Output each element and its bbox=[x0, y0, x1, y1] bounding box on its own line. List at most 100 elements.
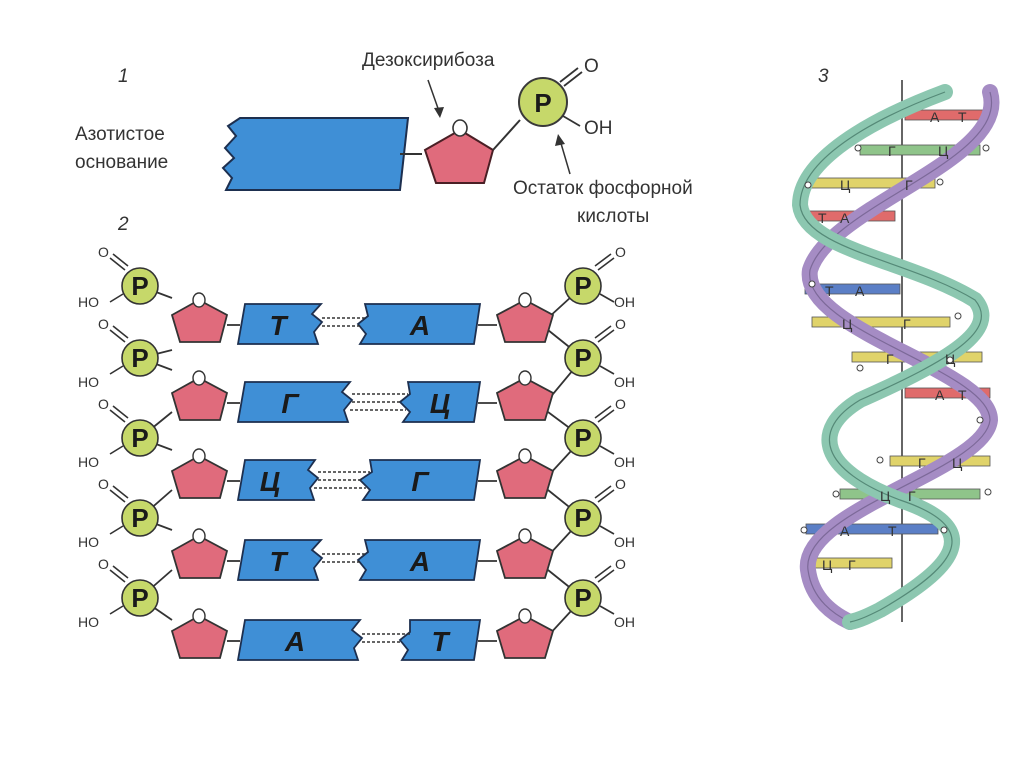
rung-letter: Г bbox=[905, 177, 913, 193]
hydroxyl-label: OH bbox=[614, 534, 635, 550]
hydroxyl-label: HO bbox=[78, 454, 99, 470]
rung-letter: Т bbox=[958, 387, 967, 403]
panel-1-number: 1 bbox=[118, 66, 129, 87]
nitrogen-base-label-2: основание bbox=[75, 152, 168, 173]
rung-letter: Т bbox=[958, 109, 967, 125]
left-phosphate-2: P O HO bbox=[78, 316, 159, 390]
phosphorus-symbol: P bbox=[131, 583, 148, 613]
panel-3-number: 3 bbox=[818, 66, 829, 87]
hydroxyl-label: OH bbox=[614, 614, 635, 630]
phosphorus-symbol: P bbox=[131, 423, 148, 453]
pair-row-1: Т А bbox=[170, 292, 555, 345]
phosphate-arrow bbox=[559, 139, 571, 175]
left-base-letter: А bbox=[284, 626, 305, 657]
panel-3-double-helix: 3 А Т Г Ц Ц bbox=[791, 66, 1000, 630]
pair-row-5: А Т bbox=[170, 608, 555, 661]
sugar-phosphate-bond bbox=[492, 119, 521, 151]
ring-oxygen bbox=[452, 119, 468, 137]
rung-letter: А bbox=[930, 109, 940, 125]
right-base-letter: Ц bbox=[430, 388, 450, 419]
panel-1-nucleotide: 1 Азотистое основание Дезоксирибоза P O … bbox=[75, 50, 693, 227]
right-phosphate-4: P O OH bbox=[564, 476, 635, 550]
right-base-letter: Т bbox=[431, 626, 451, 657]
hydroxyl-label: OH bbox=[614, 374, 635, 390]
rung-letter: А bbox=[840, 523, 850, 539]
rung-letter: Ц bbox=[880, 488, 891, 504]
phosphate-oxygen: O bbox=[584, 56, 599, 77]
deoxyribose-arrowhead bbox=[434, 107, 444, 118]
rung-letter: Т bbox=[825, 283, 834, 299]
phosphate-circle bbox=[518, 77, 568, 127]
deoxyribose-label: Дезоксирибоза bbox=[362, 50, 495, 71]
oxygen-label: O bbox=[98, 476, 109, 492]
oxygen-label: O bbox=[615, 396, 626, 412]
rung-letter: Ц bbox=[842, 316, 853, 332]
phosphorus-symbol: P bbox=[574, 503, 591, 533]
oxygen-label: O bbox=[615, 476, 626, 492]
left-base-letter: Т bbox=[269, 310, 289, 341]
hydroxyl-label: HO bbox=[78, 534, 99, 550]
left-base-letter: Т bbox=[269, 546, 289, 577]
left-phosphate-3: P O HO bbox=[78, 396, 159, 470]
oxygen-label: O bbox=[615, 316, 626, 332]
hydroxyl-label: HO bbox=[78, 614, 99, 630]
right-phosphate-3: P O OH bbox=[564, 396, 635, 470]
rung-letter: Ц bbox=[952, 455, 963, 471]
pair-row-4: Т А bbox=[170, 528, 555, 581]
right-phosphate-2: P O OH bbox=[564, 316, 635, 390]
rung-letter: Г bbox=[908, 488, 916, 504]
left-phosphate-4: P O HO bbox=[78, 476, 159, 550]
panel-2-number: 2 bbox=[117, 214, 129, 235]
rung-letter: Г bbox=[848, 557, 856, 573]
nitrogen-base-block bbox=[221, 117, 410, 191]
oxygen-label: O bbox=[98, 556, 109, 572]
phosphorus-symbol: P bbox=[574, 423, 591, 453]
phosphate-hydroxyl: OH bbox=[584, 118, 613, 139]
oxygen-label: O bbox=[98, 396, 109, 412]
phosphorus-symbol: P bbox=[131, 503, 148, 533]
rung-letter: Ц bbox=[822, 557, 833, 573]
panel-2-base-pairing: 2 P bbox=[78, 214, 635, 661]
right-base-letter: Г bbox=[411, 466, 430, 497]
left-base-letter: Ц bbox=[260, 466, 280, 497]
phosphate-residue-label-2: кислоты bbox=[577, 206, 649, 227]
rung-letter: Г bbox=[886, 351, 894, 367]
rung-letter: Г bbox=[918, 455, 926, 471]
phosphorus-symbol: P bbox=[131, 343, 148, 373]
rung-letter: Г bbox=[903, 316, 911, 332]
rung-letter: А bbox=[935, 387, 945, 403]
deoxyribose-pentagon bbox=[423, 128, 495, 184]
rung-letter: Г bbox=[888, 143, 896, 159]
rung-letter: Т bbox=[888, 523, 897, 539]
helix-rung-letters: А Т Г Ц Ц Г Т А Т А Ц Г Г Ц А Т Г Ц Ц Г … bbox=[818, 109, 967, 573]
phosphorus-symbol: P bbox=[534, 88, 551, 118]
hydroxyl-label: OH bbox=[614, 454, 635, 470]
rung-letter: Т bbox=[818, 210, 827, 226]
oxygen-label: O bbox=[615, 556, 626, 572]
nitrogen-base-label: Азотистое bbox=[75, 124, 165, 145]
rung-letter: Ц bbox=[938, 143, 949, 159]
right-phosphate-5: P O OH bbox=[564, 556, 635, 630]
phosphate-residue-label: Остаток фосфорной bbox=[513, 178, 693, 199]
phosphate-arrowhead bbox=[555, 134, 565, 146]
phosphorus-symbol: P bbox=[574, 343, 591, 373]
phosphorus-symbol: P bbox=[574, 271, 591, 301]
pair-row-2: Г Ц bbox=[170, 370, 555, 423]
pair-row-3: Ц Г bbox=[170, 448, 555, 501]
hydroxyl-label: HO bbox=[78, 374, 99, 390]
phosphorus-symbol: P bbox=[574, 583, 591, 613]
rung-letter: Ц bbox=[840, 177, 851, 193]
phosphorus-symbol: P bbox=[131, 271, 148, 301]
left-phosphate-1: P O HO bbox=[78, 244, 159, 310]
oxygen-label: O bbox=[98, 316, 109, 332]
oxygen-label: O bbox=[615, 244, 626, 260]
left-phosphate-5: P O HO bbox=[78, 556, 159, 630]
hydroxyl-label: OH bbox=[614, 294, 635, 310]
right-phosphate-1: P O OH bbox=[564, 244, 635, 310]
hydroxyl-label: HO bbox=[78, 294, 99, 310]
oxygen-label: O bbox=[98, 244, 109, 260]
right-base-letter: А bbox=[409, 546, 430, 577]
rung-letter: А bbox=[855, 283, 865, 299]
